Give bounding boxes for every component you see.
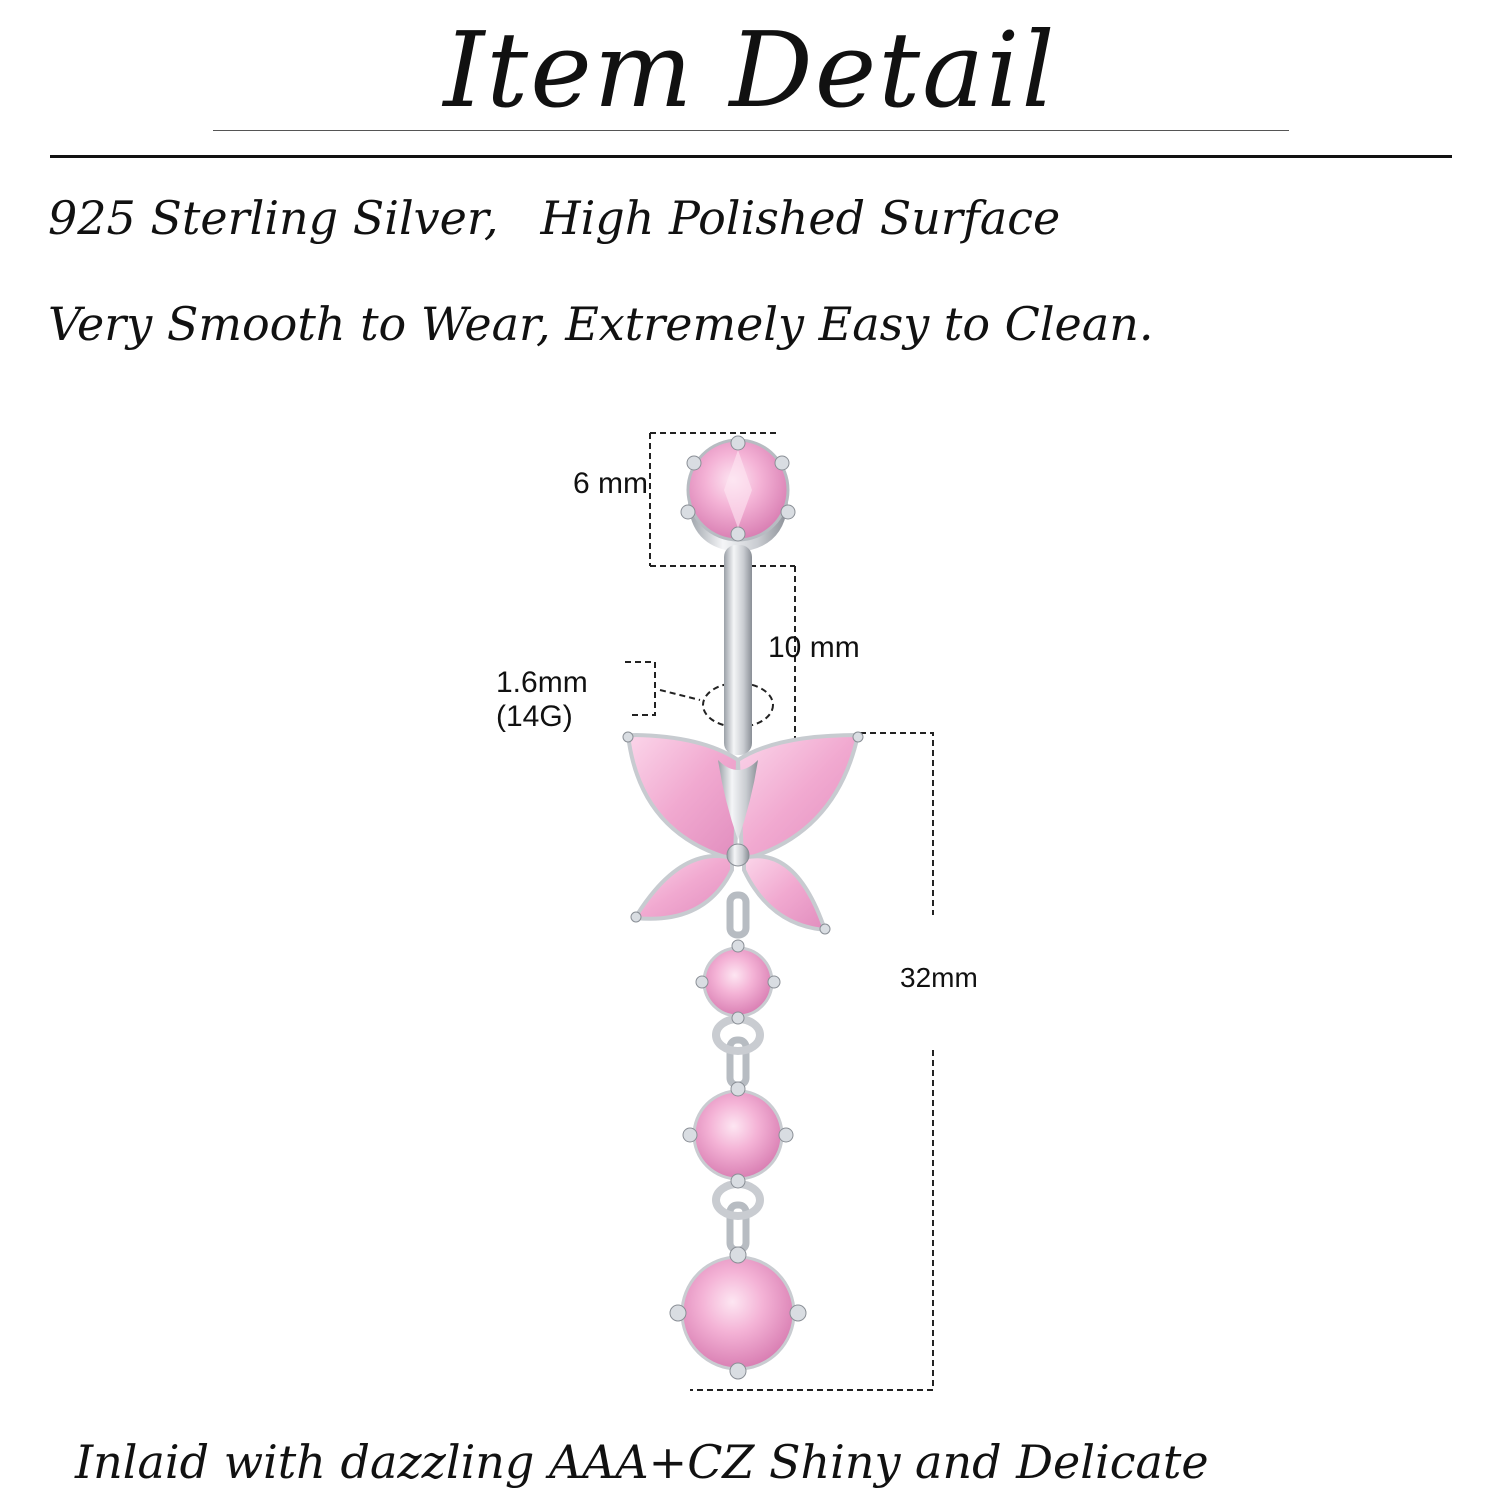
barbell-shaft <box>724 545 752 755</box>
dimension-gauge-mm: 1.6mm <box>496 666 588 699</box>
dimension-lines <box>625 432 934 1391</box>
butterfly-charm <box>622 731 864 935</box>
top-gem <box>680 435 796 552</box>
feature-material: 925 Sterling Silver, <box>48 191 499 245</box>
feature-line-material: 925 Sterling Silver, High Polished Surfac… <box>48 188 1060 248</box>
dimension-gauge: 1.6mm (14G) <box>496 666 588 734</box>
dimension-bar-length: 10 mm <box>768 631 860 664</box>
dangle-gem-1 <box>695 939 781 1025</box>
dangle-gem-2 <box>682 1081 794 1189</box>
dimension-dangle-length: 32mm <box>900 962 978 993</box>
dimension-top-gem: 6 mm <box>573 467 648 500</box>
feature-surface: High Polished Surface <box>540 191 1061 245</box>
title-underline-thick <box>50 155 1452 158</box>
dangle-gem-3 <box>669 1246 807 1380</box>
page-title: Item Detail <box>443 9 1057 131</box>
footer-caption: Inlaid with dazzling AAA+CZ Shiny and De… <box>75 1435 1209 1489</box>
title-underline-thin <box>213 130 1289 131</box>
feature-line-comfort: Very Smooth to Wear, Extremely Easy to C… <box>48 297 1154 351</box>
dimension-gauge-g: (14G) <box>496 700 573 733</box>
